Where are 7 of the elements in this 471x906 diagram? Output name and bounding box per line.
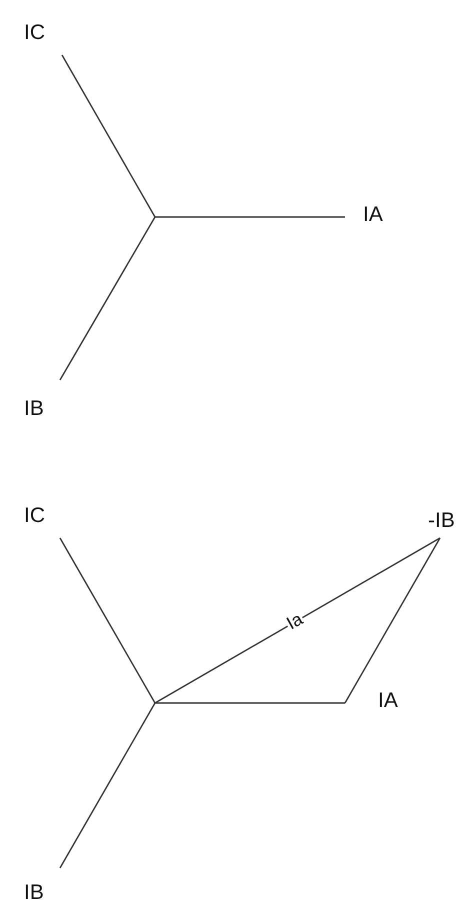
phasor-label: -IB	[428, 510, 455, 532]
phasor-label: IB	[24, 398, 44, 420]
phasor-label: IC	[24, 22, 45, 44]
phasor-label: IA	[378, 690, 398, 712]
phasor-label: IB	[24, 882, 44, 904]
phasor-label: IA	[363, 204, 383, 226]
phasor-label: IC	[24, 505, 45, 527]
